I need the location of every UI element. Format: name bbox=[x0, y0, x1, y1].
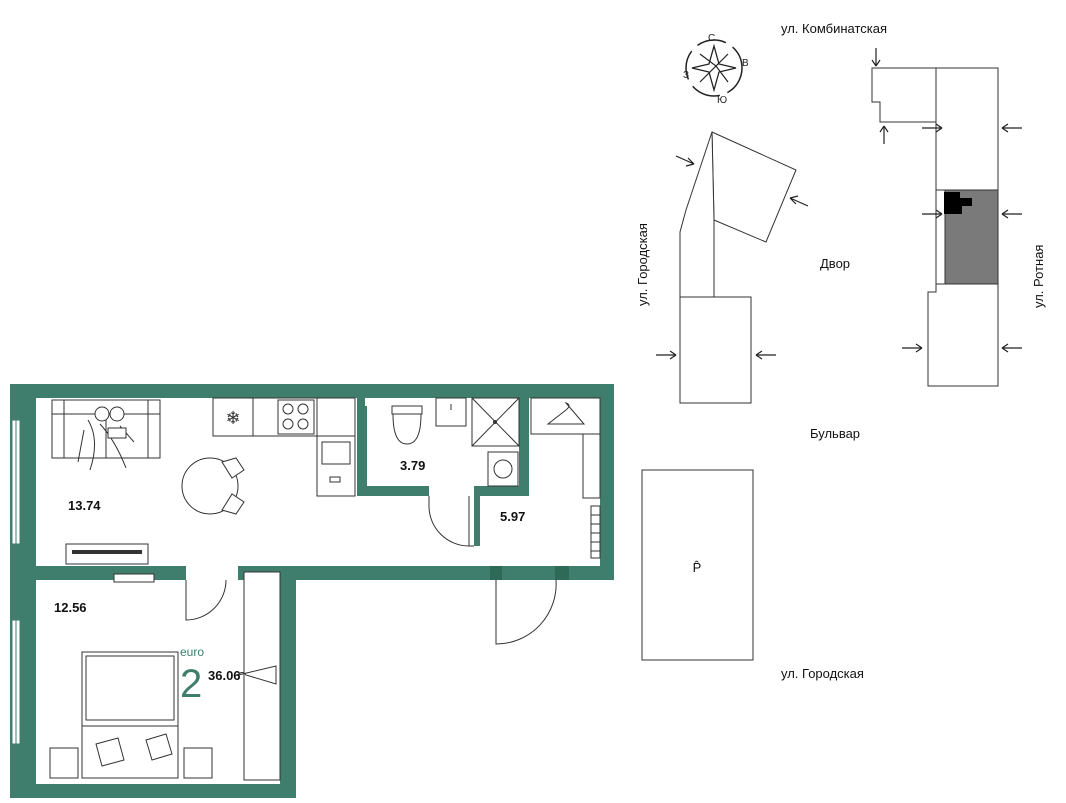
living-kitchen-area: 13.74 bbox=[68, 498, 101, 513]
entrance-arrow-icon bbox=[656, 48, 1022, 360]
sofa bbox=[51, 399, 161, 471]
compass-west: З bbox=[683, 70, 689, 81]
rooms-count: 2 bbox=[180, 662, 202, 706]
person-icon bbox=[77, 406, 135, 471]
site-plan: С В Ю З ул. Комбинатская ул. Городская у… bbox=[635, 21, 1046, 681]
bathroom-fixtures bbox=[391, 397, 520, 487]
street-top-label: ул. Комбинатская bbox=[781, 21, 887, 36]
compass-icon: С В Ю З bbox=[683, 33, 749, 106]
building-right bbox=[871, 67, 999, 387]
svg-text:❄: ❄ bbox=[225, 408, 240, 429]
tv-stand bbox=[65, 543, 149, 565]
building-left bbox=[679, 131, 797, 404]
kitchen: ❄ bbox=[212, 397, 356, 497]
parking-area: P̂ bbox=[641, 469, 754, 661]
sink-icon bbox=[321, 441, 351, 483]
street-bottom-label: ул. Городская bbox=[781, 666, 864, 681]
dining-table bbox=[181, 457, 245, 515]
street-right-label: ул. Ротная bbox=[1031, 245, 1046, 308]
bed bbox=[49, 651, 213, 779]
doors bbox=[185, 496, 557, 645]
bedroom-area: 12.56 bbox=[54, 600, 87, 615]
shower-icon bbox=[471, 397, 520, 447]
parking-label: P̂ bbox=[693, 560, 702, 575]
euro-label: euro bbox=[180, 645, 204, 659]
washing-machine-icon bbox=[487, 451, 519, 487]
street-left-label: ул. Городская bbox=[635, 223, 650, 306]
stove-icon bbox=[277, 399, 315, 435]
boulevard-label: Бульвар bbox=[810, 426, 860, 441]
hanger-icon bbox=[546, 401, 586, 425]
apartment-plan: ❄ bbox=[10, 384, 614, 798]
compass-south: Ю bbox=[717, 95, 727, 106]
yard-label: Двор bbox=[820, 256, 850, 271]
hall-area: 5.97 bbox=[500, 509, 525, 524]
bathroom-area: 3.79 bbox=[400, 458, 425, 473]
plan-walls bbox=[10, 384, 614, 798]
hall-furniture bbox=[530, 397, 601, 559]
radiator bbox=[113, 573, 155, 583]
compass-north: С bbox=[708, 33, 715, 44]
washbasin-icon bbox=[435, 397, 467, 427]
wardrobe bbox=[236, 571, 281, 781]
windows bbox=[11, 398, 430, 745]
hanger-icon bbox=[236, 665, 277, 685]
toilet-icon bbox=[391, 405, 423, 445]
total-area: 36.06 bbox=[208, 668, 241, 683]
fridge-icon: ❄ bbox=[225, 408, 240, 429]
compass-east: В bbox=[742, 58, 749, 69]
